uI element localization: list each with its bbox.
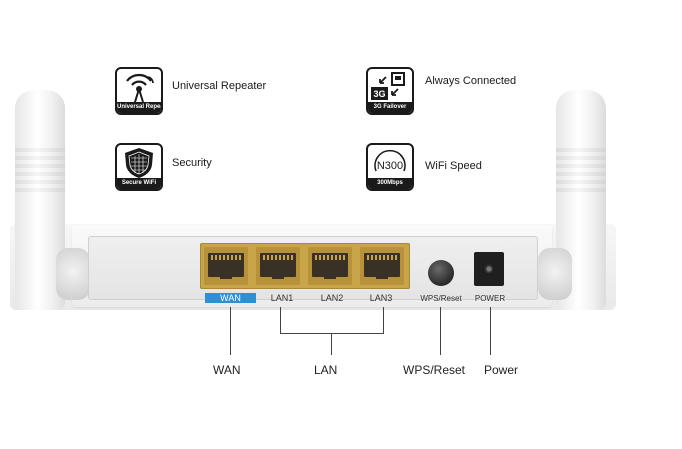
feature-label-always-connected: Always Connected — [425, 75, 517, 87]
left-antenna — [15, 90, 65, 310]
badge-3g-text: 3G — [373, 89, 385, 99]
feature-label-universal-repeater: Universal Repeater — [172, 80, 267, 92]
lan2-port-label: LAN2 — [320, 293, 344, 303]
power-jack[interactable] — [474, 252, 504, 286]
badge-n300-text: N300 — [377, 160, 403, 172]
lan1-callout-line — [280, 307, 281, 334]
left-antenna-hinge — [56, 248, 90, 300]
power-callout: Power — [484, 363, 519, 377]
lan3-callout-line — [383, 307, 384, 334]
feature-label-wifi-speed: WiFi Speed — [425, 160, 482, 172]
wps-reset-callout: WPS/Reset — [403, 363, 466, 377]
wan-port-label: WAN — [205, 293, 256, 303]
badge-caption: Universal Repeater — [117, 102, 161, 113]
power-port-label: POWER — [474, 294, 506, 303]
lan3-port[interactable] — [360, 247, 404, 285]
wan-callout: WAN — [213, 363, 241, 377]
lan3-port-label: LAN3 — [369, 293, 393, 303]
badge-caption: 3G Failover — [368, 102, 412, 113]
wps-reset-port-label: WPS/Reset — [420, 294, 462, 303]
badge-caption: Secure WiFi — [117, 178, 161, 189]
security-badge: Secure WiFi — [115, 143, 163, 191]
3g-failover-icon: 3G — [371, 72, 405, 100]
lan1-port-label: LAN1 — [270, 293, 294, 303]
wps-callout-line — [440, 307, 441, 355]
lan-bracket-line — [280, 333, 384, 334]
wifi-repeater-icon — [126, 73, 154, 103]
badge-caption: 300Mbps — [368, 178, 412, 189]
wan-port[interactable] — [204, 247, 248, 285]
wifi-speed-badge: N300 300Mbps — [366, 143, 414, 191]
right-antenna-hinge — [538, 248, 572, 300]
lan1-port[interactable] — [256, 247, 300, 285]
always-connected-badge: 3G 3G Failover — [366, 67, 414, 115]
wan-callout-line — [230, 307, 231, 355]
power-callout-line — [490, 307, 491, 355]
lan-callout-line — [331, 333, 332, 355]
feature-label-security: Security — [172, 157, 212, 169]
speed-icon: N300 — [374, 149, 406, 172]
lan2-port[interactable] — [308, 247, 352, 285]
lan-callout: LAN — [314, 363, 338, 377]
universal-repeater-badge: Universal Repeater — [115, 67, 163, 115]
wps-reset-button[interactable] — [428, 260, 454, 286]
shield-icon — [125, 148, 153, 178]
ethernet-port-block — [200, 243, 410, 289]
